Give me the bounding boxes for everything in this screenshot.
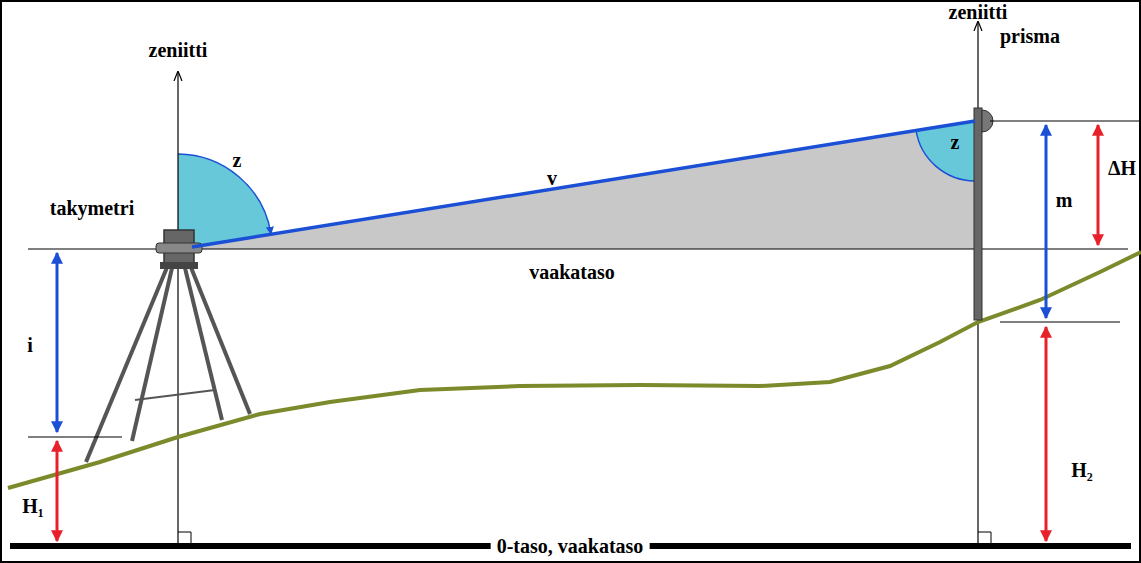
dimension-h2	[1045, 327, 1048, 541]
dimension-label: i	[27, 335, 33, 355]
plane-label: 0-taso, vaakataso	[491, 536, 650, 556]
axis-label: zeniitti	[949, 2, 1008, 22]
zenith-arc	[916, 130, 975, 181]
plane-label: vaakataso	[529, 262, 615, 282]
zenith-arc	[178, 154, 271, 234]
angle-label: z	[233, 150, 242, 170]
dimension-label: m	[1056, 190, 1073, 210]
dimension-label: H₂	[1071, 460, 1093, 480]
dimension-i	[56, 253, 59, 432]
dimension-h1	[56, 441, 59, 541]
right-angle-mark	[178, 532, 191, 543]
axis-label: zeniitti	[149, 40, 208, 60]
dimension-label: H₁	[22, 496, 44, 516]
dimension-ticks	[28, 121, 1141, 437]
sight-line	[192, 121, 975, 247]
tachymeter-base	[160, 262, 198, 269]
prism-rod	[974, 108, 982, 320]
ground-line	[8, 252, 1141, 488]
part-label: prisma	[1000, 26, 1060, 46]
zenith-axis	[177, 72, 178, 545]
part-label: takymetri	[50, 198, 134, 218]
dimension-m	[1045, 125, 1048, 318]
distance-label: v	[547, 168, 557, 188]
dimension-dh	[1097, 125, 1100, 245]
tripod	[86, 265, 250, 462]
angle-label: z	[951, 132, 960, 152]
dimension-label: ΔH	[1108, 158, 1136, 178]
measurement-triangle	[178, 121, 975, 249]
right-angle-mark	[978, 532, 991, 543]
